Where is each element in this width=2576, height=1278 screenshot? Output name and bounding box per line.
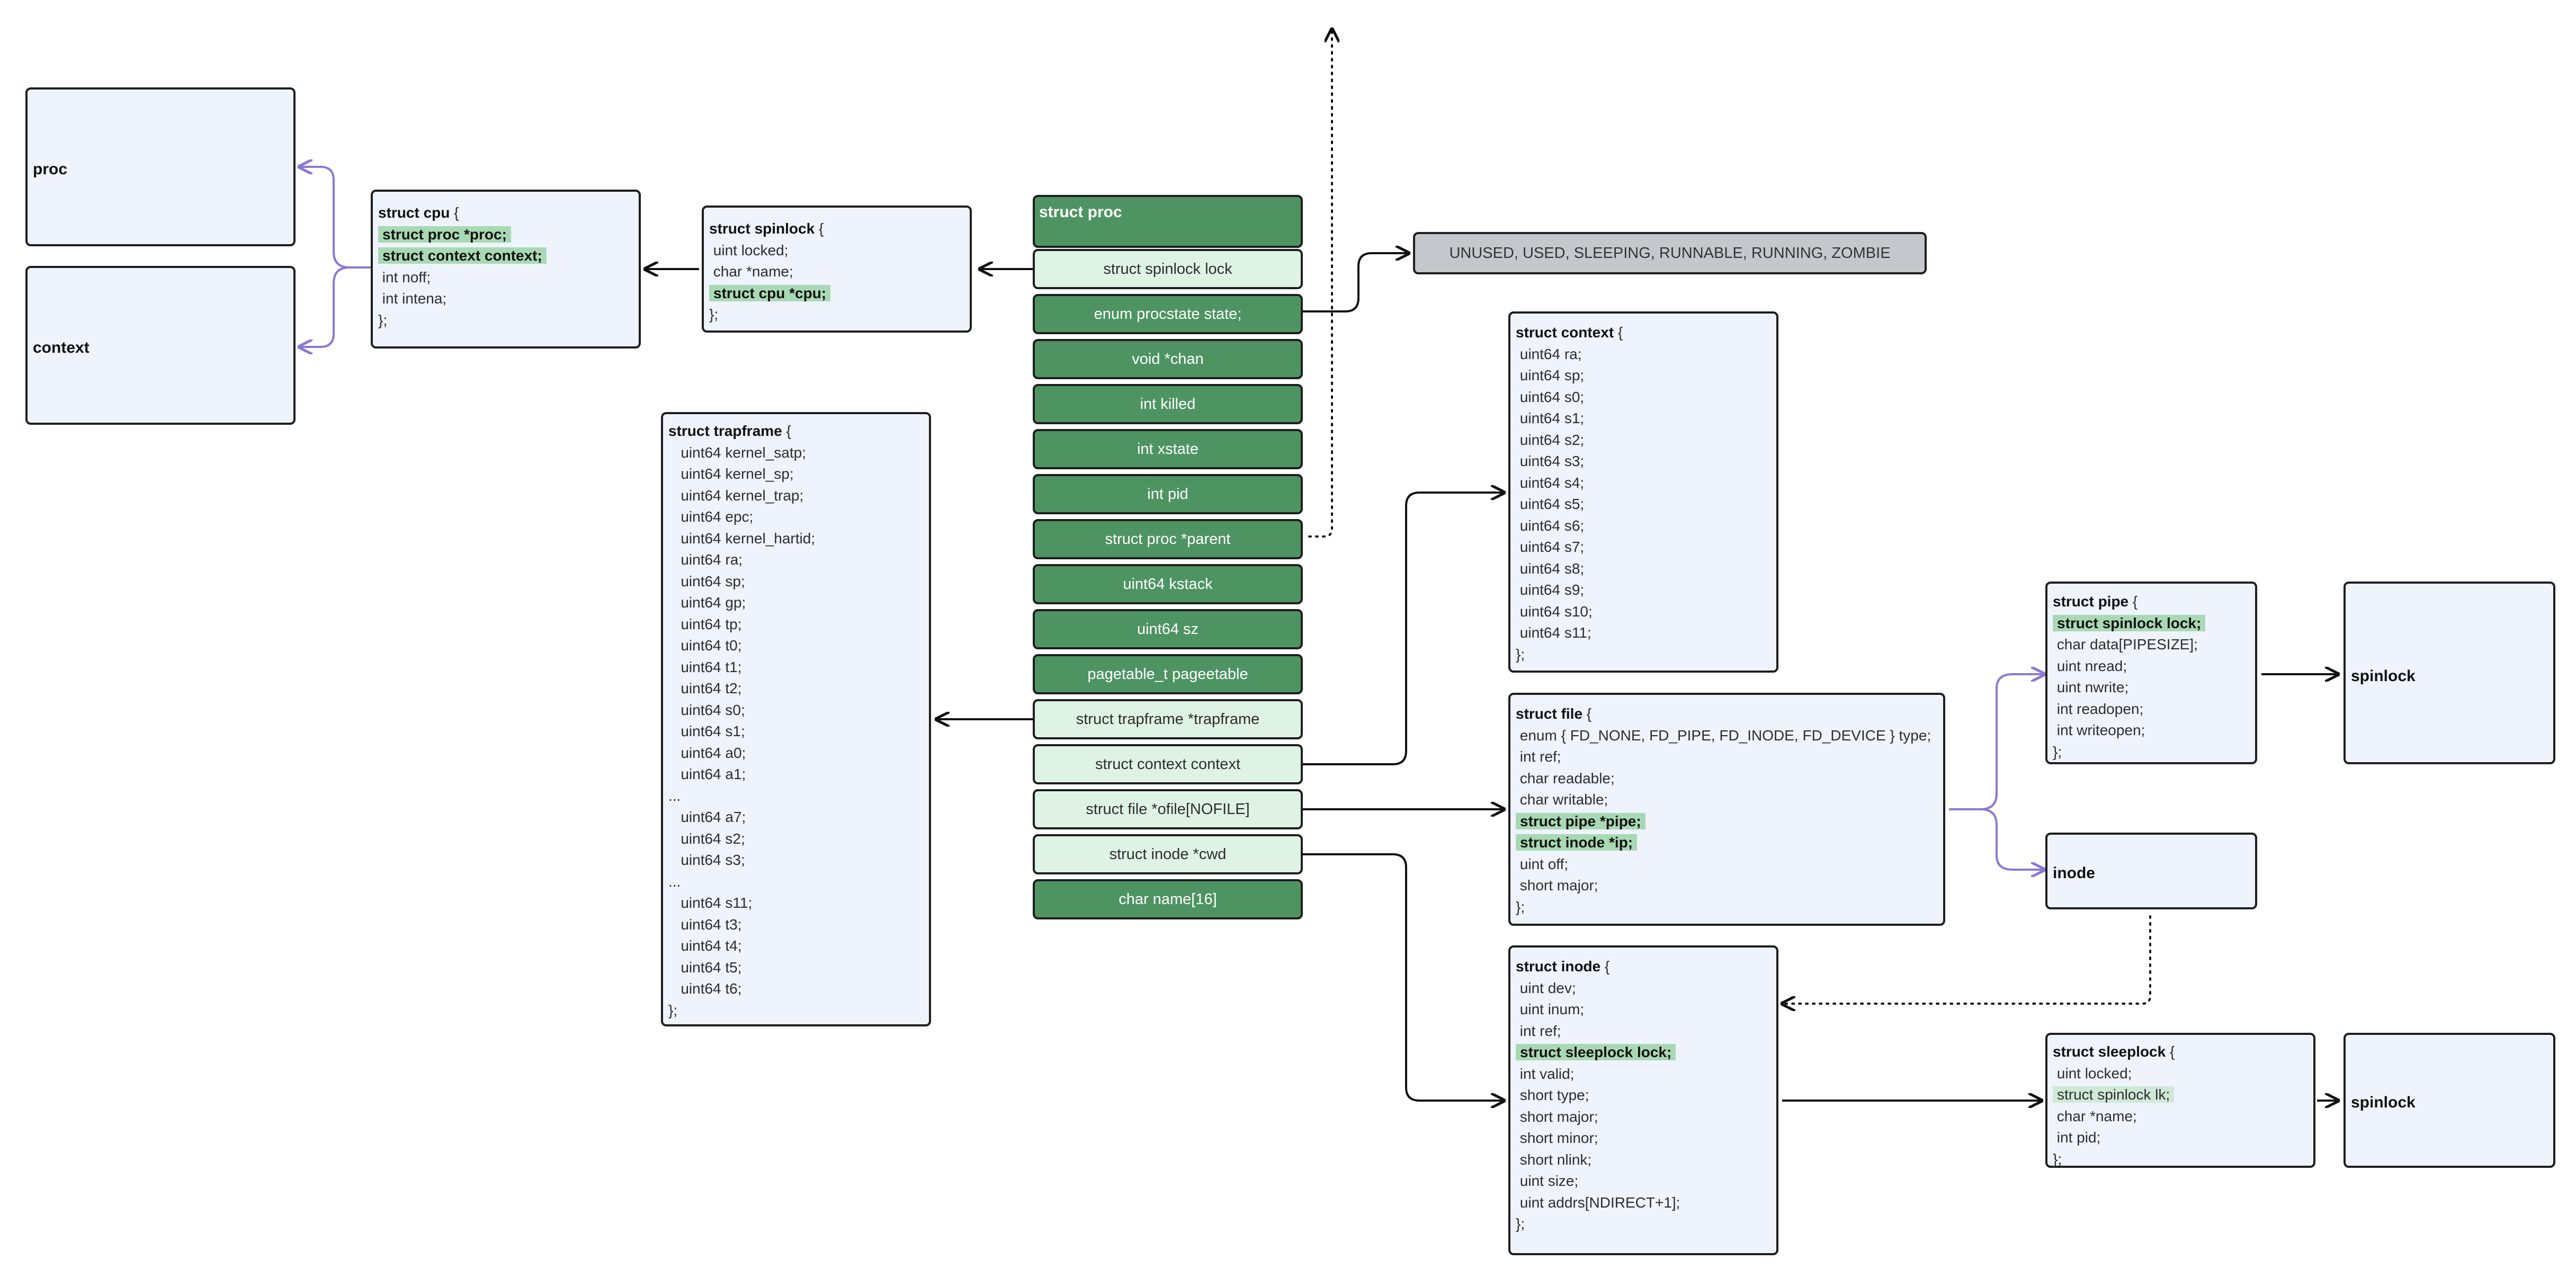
proc-field-chan: void *chan — [1033, 339, 1303, 379]
dotted-arrow-parent — [1308, 29, 1332, 538]
struct-spinlock-box: struct spinlock { uint locked; char *nam… — [702, 205, 972, 333]
highlight-cpu-context: struct context context; — [378, 247, 547, 264]
proc-field-context: struct context context — [1033, 744, 1303, 784]
procstate-values-box: UNUSED, USED, SLEEPING, RUNNABLE, RUNNIN… — [1413, 232, 1927, 274]
purple-brace-file-lower — [1980, 808, 2044, 870]
proc-field-xstate: int xstate — [1033, 429, 1303, 469]
spinlock-label-1: spinlock — [2351, 667, 2416, 685]
highlight-cpu-proc: struct proc *proc; — [378, 226, 511, 243]
struct-file-box: struct file { enum { FD_NONE, FD_PIPE, F… — [1508, 693, 1945, 926]
purple-brace-cpu-lower — [299, 266, 350, 347]
struct-trapframe-box: struct trapframe { uint64 kernel_satp; u… — [661, 412, 931, 1026]
struct-pipe-title: struct pipe — [2053, 593, 2129, 610]
struct-inode-box: struct inode { uint dev; uint inum; int … — [1508, 945, 1778, 1255]
struct-sleeplock-box: struct sleeplock { uint locked; struct s… — [2045, 1033, 2315, 1168]
proc-field-parent: struct proc *parent — [1033, 519, 1303, 559]
highlight-file-pipe: struct pipe *pipe; — [1516, 812, 1645, 829]
highlight-pipe-spinlock: struct spinlock lock; — [2053, 614, 2206, 631]
context-label-box: context — [25, 266, 296, 425]
purple-brace-file — [1949, 674, 2044, 810]
context-label: context — [33, 339, 90, 356]
struct-cpu-box: struct cpu { struct proc *proc; struct c… — [371, 190, 641, 348]
proc-field-state: enum procstate state; — [1033, 294, 1303, 334]
struct-pipe-box: struct pipe { struct spinlock lock; char… — [2045, 582, 2257, 764]
arrow-cwd — [1303, 853, 1504, 1101]
struct-proc-title: struct proc — [1039, 203, 1122, 221]
struct-context-box: struct context { uint64 ra; uint64 sp; u… — [1508, 311, 1778, 673]
highlight-inode-sleeplock: struct sleeplock lock; — [1516, 1044, 1676, 1060]
proc-field-kstack: uint64 kstack — [1033, 564, 1303, 604]
purple-brace-cpu — [299, 167, 371, 269]
proc-label-box: proc — [25, 87, 296, 246]
proc-field-ofile: struct file *ofile[NOFILE] — [1033, 789, 1303, 829]
struct-trapframe-title: struct trapframe — [668, 423, 782, 439]
dotted-arrow-inode-to-inode — [1782, 915, 2151, 1004]
struct-context-title: struct context — [1516, 324, 1614, 341]
proc-field-sz: uint64 sz — [1033, 609, 1303, 649]
arrow-state-to-enum — [1303, 253, 1409, 312]
spinlock-label-box-1: spinlock — [2344, 582, 2555, 764]
arrow-context — [1303, 493, 1504, 765]
struct-sleeplock-title: struct sleeplock — [2053, 1043, 2166, 1060]
proc-field-pid: int pid — [1033, 474, 1303, 514]
proc-field-pagetable: pagetable_t pageetable — [1033, 654, 1303, 694]
proc-field-killed: int killed — [1033, 384, 1303, 424]
highlight-sleeplock-spinlock: struct spinlock lk; — [2053, 1086, 2175, 1103]
struct-proc-header: struct proc — [1033, 195, 1303, 248]
proc-label: proc — [33, 160, 68, 178]
spinlock-label-2: spinlock — [2351, 1094, 2416, 1111]
struct-inode-title: struct inode — [1516, 958, 1601, 975]
inode-label-box: inode — [2045, 833, 2257, 909]
struct-file-title: struct file — [1516, 705, 1583, 722]
spinlock-label-box-2: spinlock — [2344, 1033, 2555, 1168]
struct-cpu-title: struct cpu — [378, 204, 450, 221]
proc-field-cwd: struct inode *cwd — [1033, 834, 1303, 874]
highlight-spinlock-cpu: struct cpu *cpu; — [709, 284, 831, 301]
struct-spinlock-title: struct spinlock — [709, 220, 815, 237]
proc-field-lock: struct spinlock lock — [1033, 249, 1303, 289]
proc-field-name: char name[16] — [1033, 879, 1303, 919]
inode-label: inode — [2053, 864, 2095, 882]
proc-field-trapframe: struct trapframe *trapframe — [1033, 699, 1303, 739]
highlight-file-inode: struct inode *ip; — [1516, 834, 1638, 851]
